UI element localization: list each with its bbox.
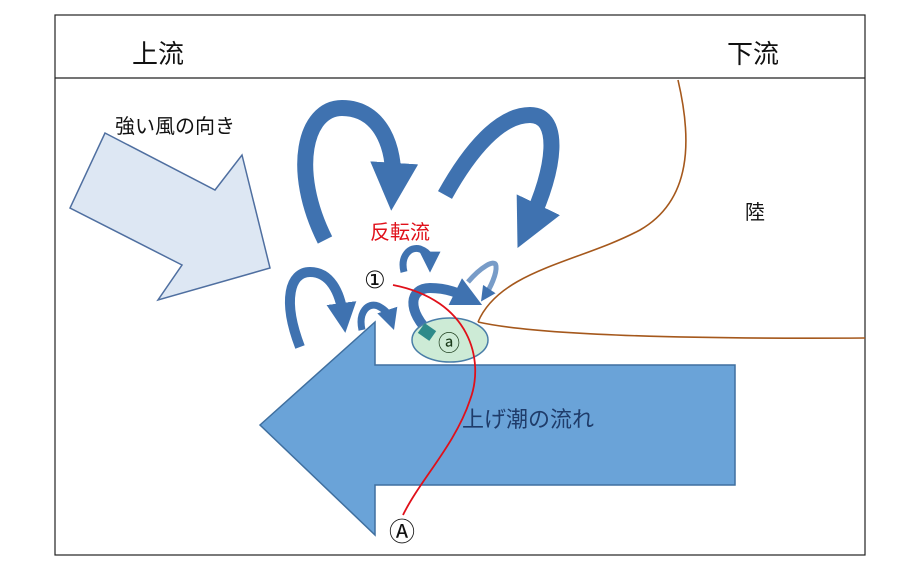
point-a-small-label: ⓐ: [438, 332, 461, 357]
wind-direction-label: 強い風の向き: [115, 114, 235, 138]
wind-direction-arrow: [69, 131, 271, 302]
coastline-lower: [477, 321, 866, 339]
land-label: 陸: [745, 200, 765, 224]
upstream-label: 上流: [132, 40, 185, 70]
coastline-upper: [477, 79, 687, 323]
point-1-label: ①: [364, 266, 386, 294]
eddy-arrow-large-right: [438, 106, 560, 248]
red-route-line: [392, 284, 477, 516]
eddy-arrow-tail: [417, 323, 437, 341]
point-A-label: Ⓐ: [389, 518, 416, 548]
eddy-arrow-middle: [408, 278, 483, 339]
rising-tide-label: 上げ潮の流れ: [462, 408, 595, 433]
eddy-arrow-faint: [466, 260, 499, 302]
rising-tide-arrow: [258, 320, 736, 537]
reverse-flow-eddies: [284, 99, 560, 349]
downstream-label: 下流: [727, 40, 780, 70]
eddy-arrow-top: [399, 245, 441, 273]
eddy-arrow-tiny: [357, 301, 398, 331]
eddy-arrow-large-left: [297, 99, 419, 244]
reverse-flow-label: 反転流: [370, 220, 430, 244]
eddy-arrow-left-small: [284, 266, 357, 349]
